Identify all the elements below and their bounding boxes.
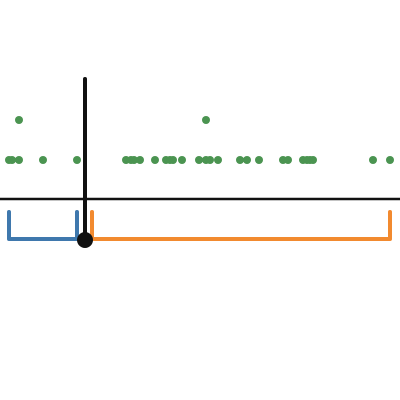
data-point	[39, 156, 47, 164]
right-bracket	[90, 210, 392, 241]
data-point	[284, 156, 292, 164]
data-point	[255, 156, 263, 164]
data-point	[206, 156, 214, 164]
data-point	[369, 156, 377, 164]
data-point	[195, 156, 203, 164]
data-point	[236, 156, 244, 164]
left-bracket	[7, 210, 79, 241]
data-point	[15, 116, 23, 124]
data-point	[214, 156, 222, 164]
data-point	[202, 116, 210, 124]
data-point	[243, 156, 251, 164]
data-point	[15, 156, 23, 164]
data-point	[136, 156, 144, 164]
data-point	[178, 156, 186, 164]
data-point	[151, 156, 159, 164]
data-point	[309, 156, 317, 164]
split-handle[interactable]	[77, 232, 93, 248]
data-point	[8, 156, 16, 164]
data-point	[130, 156, 138, 164]
points-layer	[5, 116, 394, 164]
data-point	[386, 156, 394, 164]
data-point	[73, 156, 81, 164]
data-point	[169, 156, 177, 164]
